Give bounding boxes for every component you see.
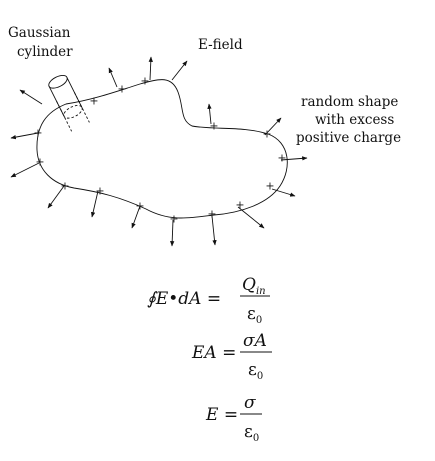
efield-arrows [10, 56, 308, 247]
eq3-lhs: E = [205, 405, 238, 425]
gaussian-cylinder [48, 75, 90, 132]
plus-charge-5: + [262, 128, 271, 141]
label-gaussian-line2: cylinder [17, 44, 73, 60]
plus-charge-7: + [265, 180, 274, 193]
efield-arrow-12 [131, 205, 141, 229]
efield-arrow-8 [271, 188, 296, 197]
equation-field: E = σ ε0 [205, 393, 262, 444]
plus-charge-6: + [277, 152, 286, 165]
label-shape-line3: positive charge [296, 130, 401, 146]
label-shape-line2: with excess [315, 112, 394, 128]
efield-arrow-9 [237, 206, 265, 229]
efield-arrow-4 [171, 60, 188, 81]
efield-arrow-15 [10, 132, 39, 140]
efield-arrow-16 [10, 162, 40, 178]
plus-charge-11: + [135, 200, 144, 213]
eq2-lhs: EA = [191, 343, 236, 363]
plus-charge-3: + [140, 75, 149, 88]
plus-charge-1: + [89, 95, 98, 108]
plus-charge-15: + [35, 156, 44, 169]
efield-arrow-3 [148, 56, 153, 81]
label-gaussian-line1: Gaussian [8, 25, 71, 41]
plus-charge-13: + [60, 180, 69, 193]
efield-arrow-13 [90, 190, 99, 218]
eq1-numerator: Qin [242, 275, 266, 297]
efield-arrow-11 [170, 219, 175, 247]
efield-arrow-14 [47, 185, 65, 209]
label-efield: E-field [198, 37, 243, 53]
plus-charge-10: + [169, 213, 178, 226]
plus-charge-4: + [209, 120, 218, 133]
efield-arrow-7 [280, 156, 308, 161]
efield-arrow-5 [207, 103, 212, 125]
efield-arrow-10 [211, 215, 217, 246]
eq2-denominator: ε0 [248, 360, 263, 382]
efield-arrow-2 [108, 67, 118, 88]
label-shape-line1: random shape [301, 94, 398, 110]
equation-flux-area: EA = σA ε0 [191, 331, 272, 382]
eq2-numerator: σA [243, 331, 267, 351]
equation-gauss-law: ∮E•dA = Qin ε0 [147, 275, 270, 326]
plus-charge-8: + [235, 199, 244, 212]
eq3-numerator: σ [244, 393, 256, 413]
charged-blob-outline [36, 79, 288, 219]
plus-charge-14: + [33, 127, 42, 140]
plus-charge-2: + [117, 83, 126, 96]
plus-charge-12: + [95, 185, 104, 198]
eq3-denominator: ε0 [244, 422, 259, 444]
eq1-lhs: ∮E•dA = [147, 289, 221, 309]
efield-arrow-1 [19, 89, 43, 105]
eq1-denominator: ε0 [247, 304, 262, 326]
surface-charges: + + + + + + + + + + + + + + + [33, 75, 286, 226]
plus-charge-9: + [207, 208, 216, 221]
efield-arrow-6 [264, 117, 282, 136]
